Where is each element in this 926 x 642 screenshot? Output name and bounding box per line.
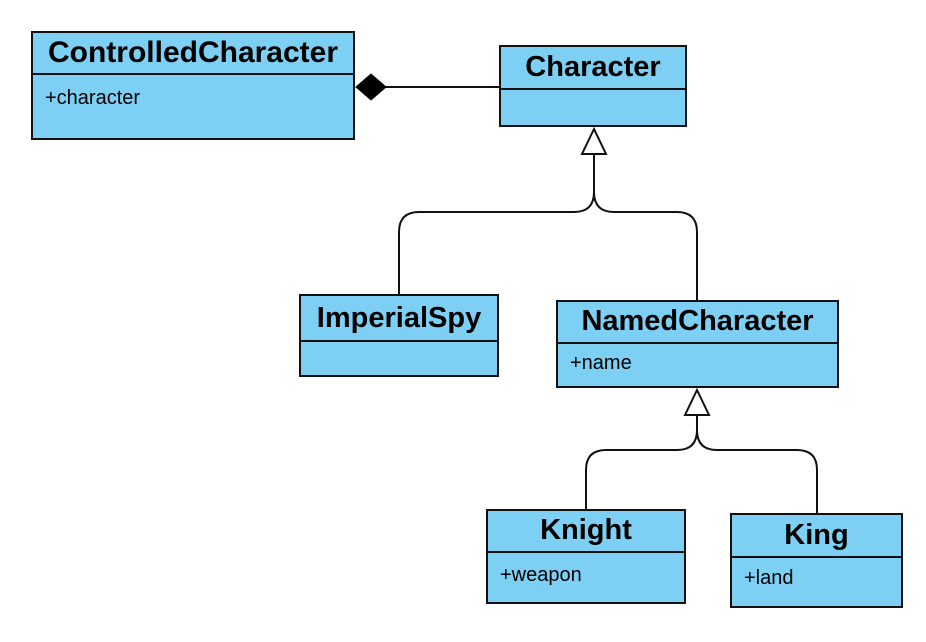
class-name: NamedCharacter [558,302,837,344]
class-name: Character [501,47,685,90]
class-character: Character [499,45,687,127]
attribute: +character [45,87,141,109]
generalization-line-imperialspy [398,154,595,294]
class-imperialspy: ImperialSpy [299,294,499,377]
class-name: ImperialSpy [301,296,497,342]
generalization-line-namedcharacter [593,191,698,300]
class-attributes: +name [558,344,837,375]
class-knight: Knight +weapon [486,509,686,604]
class-controlledcharacter: ControlledCharacter +character [31,31,355,140]
attribute: +weapon [500,564,582,586]
class-king: King +land [730,513,903,608]
generalization-arrowhead-character [580,126,608,155]
class-attributes: +land [732,558,901,590]
class-attributes: +weapon [488,553,684,587]
class-namedcharacter: NamedCharacter +name [556,300,839,388]
generalization-line-king [696,429,818,513]
attribute: +name [570,352,632,374]
generalization-arrowhead-namedcharacter [683,387,711,416]
class-name: Knight [488,511,684,553]
composition-diamond [355,73,387,101]
generalization-line-knight [585,415,698,509]
class-attributes: +character [33,75,353,110]
class-name: King [732,515,901,558]
class-name: ControlledCharacter [33,33,353,75]
attribute: +land [744,567,794,589]
